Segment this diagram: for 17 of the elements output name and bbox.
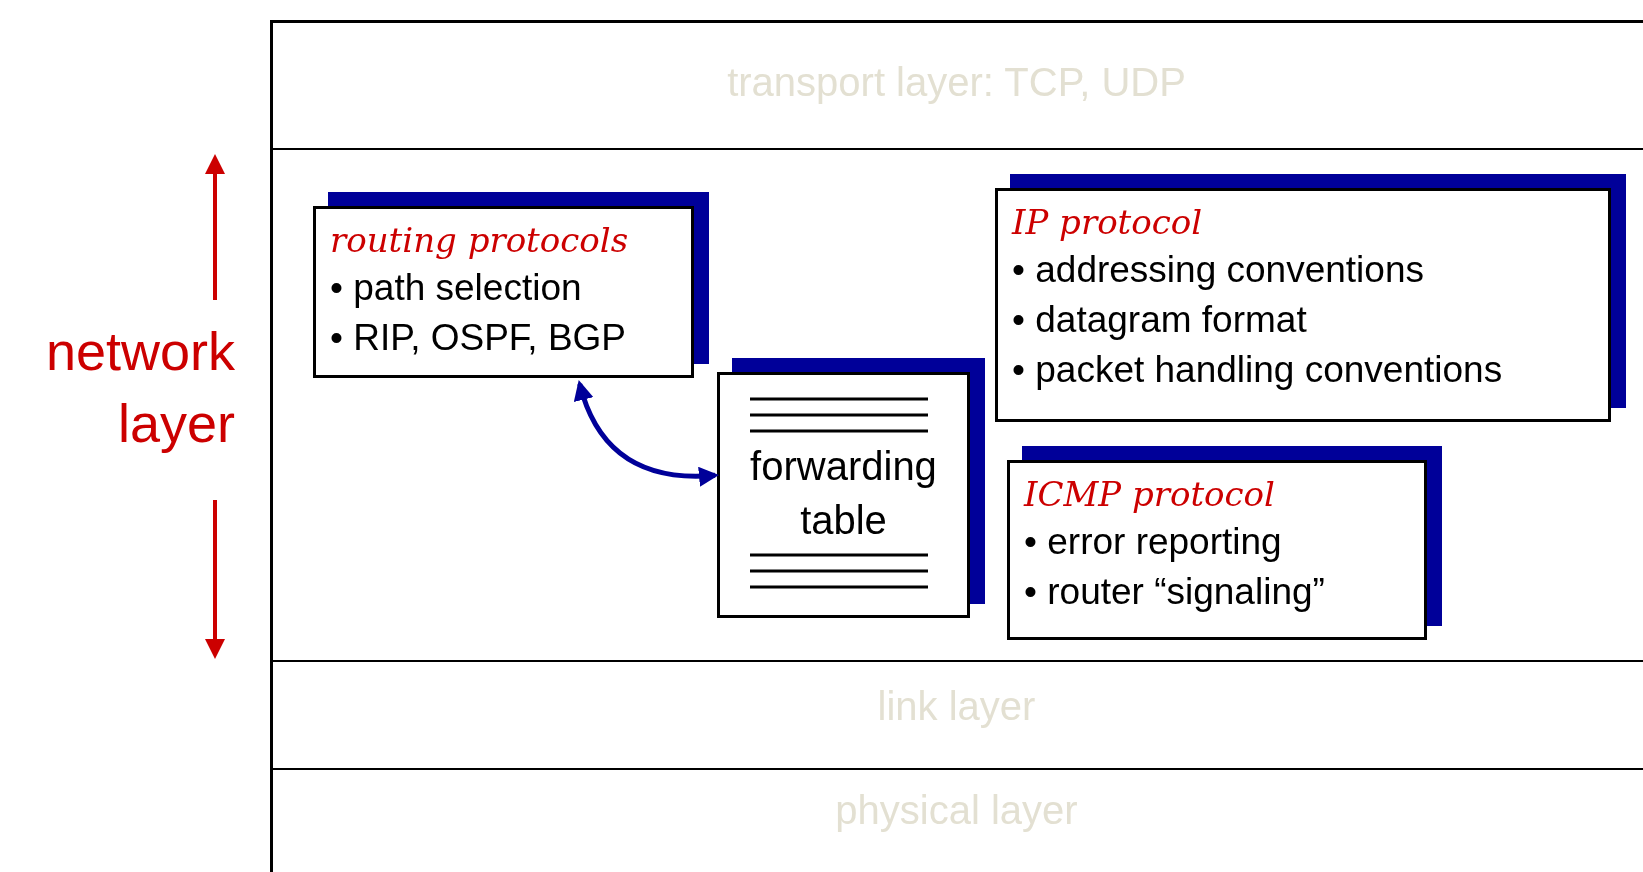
bullet-item: • datagram format	[1012, 298, 1308, 342]
table-title: forwarding table	[749, 443, 938, 544]
bullet-item: • path selection	[330, 266, 583, 310]
table-box	[717, 372, 970, 618]
bullet-item: • RIP, OSPF, BGP	[330, 316, 628, 360]
arrow	[574, 380, 719, 487]
box-heading: IP protocol	[1012, 201, 1204, 244]
layer-label: network layer	[44, 320, 235, 455]
bullet-item: • packet handling conventions	[1012, 348, 1504, 392]
protocol-box	[995, 188, 1611, 422]
protocol-box	[1007, 460, 1427, 640]
protocol-box	[313, 206, 694, 378]
bullet-item: • error reporting	[1024, 520, 1283, 564]
bullet-item: • router “signaling”	[1024, 570, 1326, 614]
bullet-item: • addressing conventions	[1012, 248, 1425, 292]
box-heading: ICMP protocol	[1024, 473, 1276, 516]
box-heading: routing protocols	[330, 219, 630, 262]
